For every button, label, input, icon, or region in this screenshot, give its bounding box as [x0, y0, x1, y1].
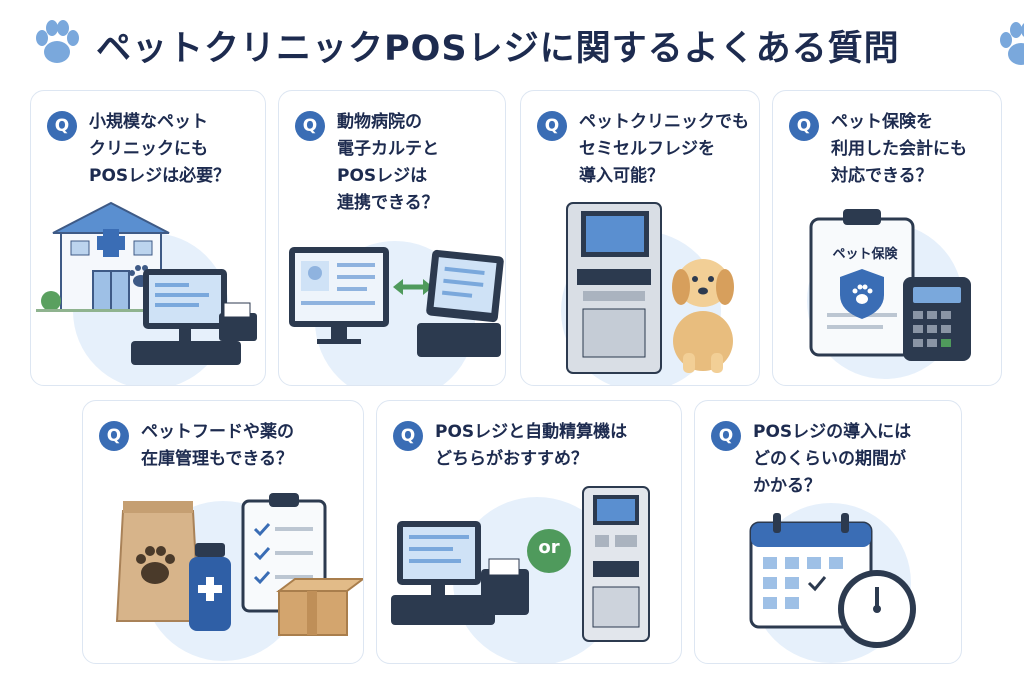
- pos-register-icon: [131, 269, 257, 365]
- paw-icon: [1000, 22, 1024, 65]
- lead-time-illustration: [749, 503, 916, 663]
- kiosk-icon: [582, 486, 650, 642]
- q-badge: Q: [393, 421, 423, 451]
- faq-question: ペット保険を 利用した会計にも 対応できる？: [831, 112, 967, 186]
- page-title: ペットクリニックPOSレジに関するよくある質問: [96, 29, 900, 69]
- faq-card-pos-vs-kiosk: Q POSレジと自動精算機は どちらがおすすめ？ or: [376, 400, 682, 664]
- faq-card-pet-insurance: Q ペット保険を 利用した会計にも 対応できる？: [772, 90, 1002, 386]
- faq-question: POSレジの導入には どのくらいの期間が かかる？: [753, 422, 912, 496]
- pet-food-bag-icon: [115, 501, 201, 622]
- semi-self-illustration: [561, 202, 734, 385]
- or-circle: [527, 529, 571, 573]
- faq-question: ペットフードや薬の 在庫管理もできる？: [141, 422, 294, 469]
- q-badge: Q: [537, 111, 567, 141]
- pos-register-icon: [417, 249, 504, 357]
- q-badge: Q: [789, 111, 819, 141]
- dog-icon: [672, 259, 734, 373]
- q-badge: Q: [47, 111, 77, 141]
- faq-card-inventory: Q ペットフードや薬の 在庫管理もできる？: [82, 400, 364, 664]
- box-icon: [276, 578, 363, 636]
- faq-card-semi-self: Q ペットクリニックでも セミセルフレジを 導入可能？: [520, 90, 760, 386]
- faq-question: ペットクリニックでも セミセルフレジを 導入可能？: [579, 112, 749, 186]
- insurance-doc-label: ペット保険: [832, 247, 898, 262]
- faq-question: 小規模なペット クリニックにも POSレジは必要？: [89, 112, 231, 186]
- faq-card-emr-integration: Q 動物病院の 電子カルテと POSレジは 連携できる？: [278, 90, 506, 386]
- faq-card-small-clinic: Q 小規模なペット クリニックにも POSレジは必要？: [30, 90, 266, 386]
- calculator-icon: [903, 277, 971, 361]
- paw-icon: [36, 20, 79, 63]
- sync-arrows-icon: [393, 279, 433, 295]
- clock-icon: [838, 570, 916, 648]
- faq-question: 動物病院の 電子カルテと POSレジは 連携できる？: [337, 112, 439, 213]
- insurance-illustration: [807, 209, 971, 379]
- inventory-illustration: [115, 493, 363, 661]
- pos-vs-kiosk-illustration: [391, 486, 650, 663]
- q-badge: Q: [711, 421, 741, 451]
- kiosk-icon: [566, 202, 662, 374]
- clinic-illustration: [36, 201, 257, 385]
- q-badge: Q: [295, 111, 325, 141]
- emr-illustration: [289, 241, 504, 385]
- shield-paw-icon: [840, 269, 884, 319]
- pos-register-icon: [391, 521, 529, 625]
- faq-question: POSレジと自動精算機は どちらがおすすめ？: [435, 422, 628, 469]
- monitor-icon: [289, 247, 389, 344]
- or-label: or: [538, 537, 560, 558]
- faq-card-lead-time: Q POSレジの導入には どのくらいの期間が かかる？: [694, 400, 962, 664]
- medicine-bottle-icon: [189, 543, 231, 631]
- clinic-building-icon: [36, 201, 170, 312]
- title-row: ペットクリニックPOSレジに関するよくある質問: [0, 0, 1024, 86]
- q-badge: Q: [99, 421, 129, 451]
